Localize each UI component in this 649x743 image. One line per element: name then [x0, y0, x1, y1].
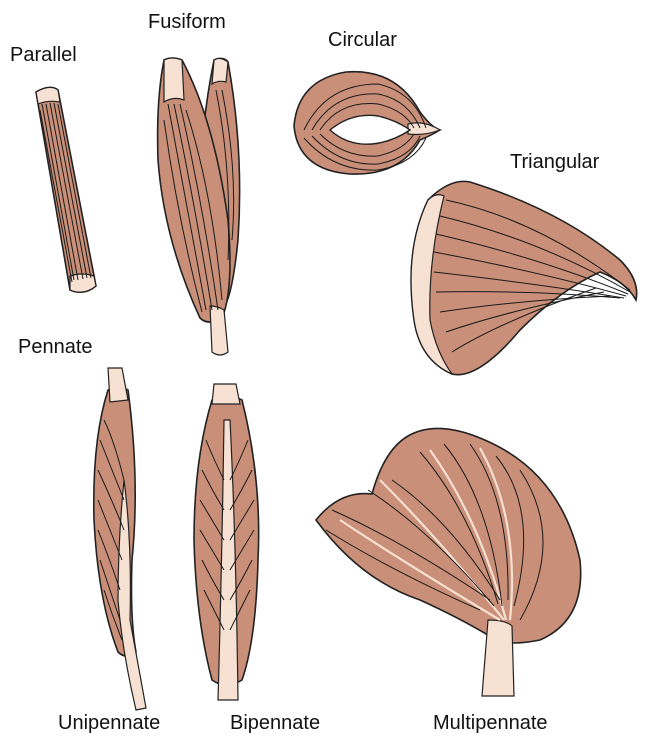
triangular-muscle	[411, 181, 637, 374]
label-parallel: Parallel	[10, 45, 77, 65]
label-unipennate: Unipennate	[58, 713, 160, 733]
fusiform-muscle	[158, 58, 240, 355]
label-multipennate: Multipennate	[433, 713, 548, 733]
label-circular: Circular	[328, 30, 397, 50]
unipennate-muscle	[94, 368, 146, 710]
label-fusiform: Fusiform	[148, 12, 226, 32]
label-bipennate: Bipennate	[230, 713, 320, 733]
multipennate-muscle	[316, 428, 581, 696]
label-pennate: Pennate	[18, 337, 93, 357]
label-triangular: Triangular	[510, 152, 599, 172]
parallel-muscle	[36, 87, 96, 292]
bipennate-muscle	[194, 384, 259, 700]
circular-muscle	[294, 72, 440, 174]
